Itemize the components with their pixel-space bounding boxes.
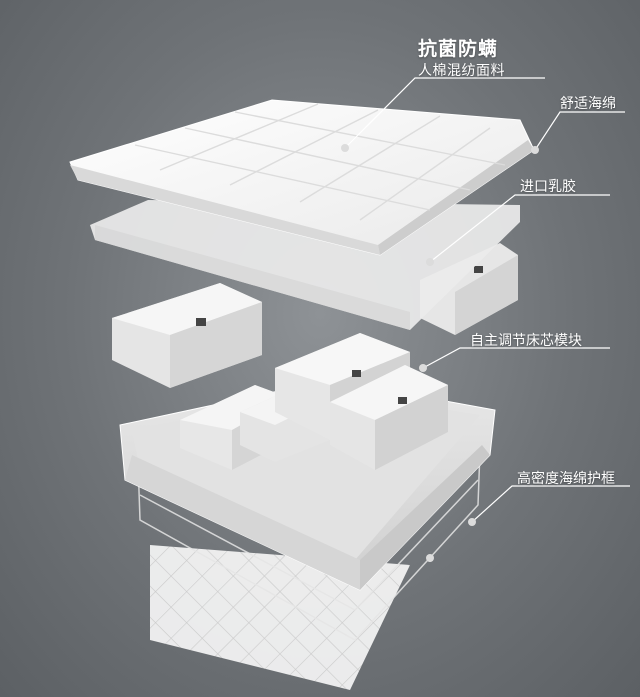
module-block-right-lower bbox=[330, 365, 448, 470]
label-foam-frame: 高密度海绵护框 bbox=[517, 471, 615, 487]
top-fabric-slab bbox=[69, 99, 535, 256]
module-tag-icon bbox=[398, 397, 407, 404]
module-tag-icon bbox=[474, 266, 483, 273]
label-fabric-subtitle: 人棉混纺面料 bbox=[418, 63, 505, 79]
label-comfort-foam: 舒适海绵 bbox=[560, 96, 616, 112]
module-tag-icon bbox=[352, 370, 361, 377]
quilting-grid bbox=[134, 103, 506, 221]
core-modules bbox=[112, 243, 518, 470]
label-antibacterial-title: 抗菌防螨 bbox=[418, 38, 499, 60]
module-block-left bbox=[112, 283, 262, 388]
module-tag-icon bbox=[196, 318, 206, 326]
callout-lines bbox=[341, 77, 630, 562]
module-block-back bbox=[420, 243, 518, 335]
label-core-modules: 自主调节床芯模块 bbox=[470, 333, 582, 349]
label-latex: 进口乳胶 bbox=[520, 179, 576, 195]
